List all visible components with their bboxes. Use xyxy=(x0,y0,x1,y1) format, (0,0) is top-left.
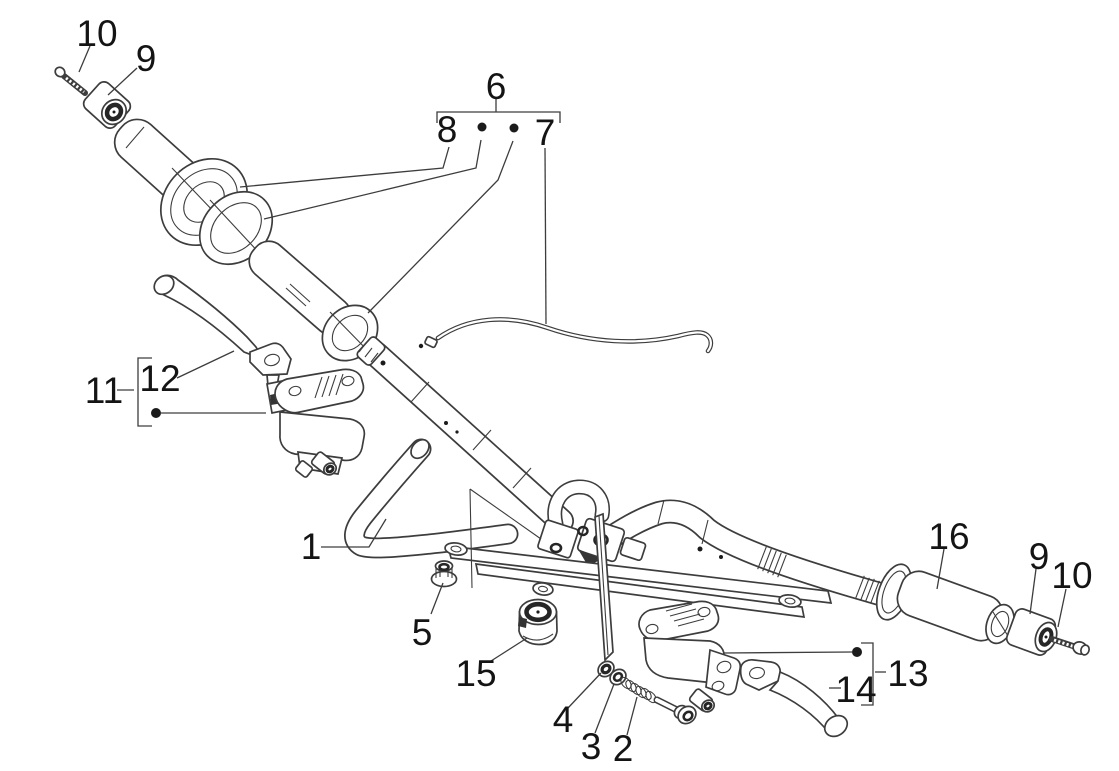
bushing xyxy=(518,598,558,646)
knurl-band-end xyxy=(855,575,880,604)
callout-10-left: 10 xyxy=(76,13,117,54)
spring-washer xyxy=(609,668,627,686)
callout-9-left: 9 xyxy=(136,38,157,79)
handlebar-tube xyxy=(344,342,909,611)
rear-master-cylinder xyxy=(638,600,742,713)
callout-1: 1 xyxy=(301,526,322,567)
callout-12: 12 xyxy=(139,358,180,399)
leader-lines xyxy=(78,45,1067,736)
callout-15: 15 xyxy=(455,653,496,694)
handlebar-clamp xyxy=(444,479,833,662)
callout-2: 2 xyxy=(613,728,634,769)
screw-with-spring xyxy=(620,676,697,725)
callout-4: 4 xyxy=(553,699,574,740)
callout-7: 7 xyxy=(535,112,556,153)
callout-14: 14 xyxy=(835,669,876,710)
knurl-band xyxy=(757,546,787,578)
right-bar-end-weight xyxy=(1005,608,1058,656)
cable-end-fitting xyxy=(424,335,438,349)
callouts: 10 9 6 8 7 11 12 1 5 15 4 3 2 16 9 10 13… xyxy=(76,13,1092,769)
callout-10-right: 10 xyxy=(1051,555,1092,596)
callout-16: 16 xyxy=(928,516,969,557)
rear-brake-lever xyxy=(739,658,849,738)
right-grip-end-ring xyxy=(985,603,1015,645)
left-bar-end-weight xyxy=(82,81,132,129)
right-bar-end-screw xyxy=(1049,636,1090,656)
callout-6: 6 xyxy=(486,66,507,107)
callout-9-right: 9 xyxy=(1029,536,1050,577)
bar-knurl-collar xyxy=(356,336,386,366)
washer xyxy=(597,660,615,678)
front-master-cylinder xyxy=(266,368,366,478)
right-grip-assembly xyxy=(875,563,1090,656)
callout-3: 3 xyxy=(581,726,602,767)
flange-nut xyxy=(430,560,458,588)
callout-5: 5 xyxy=(412,612,433,653)
callout-8: 8 xyxy=(437,109,458,150)
callout-11: 11 xyxy=(85,370,123,411)
throttle-cable xyxy=(418,317,714,354)
left-grip-assembly xyxy=(54,66,386,366)
callout-13: 13 xyxy=(887,653,928,694)
left-bar-end-screw xyxy=(54,66,88,96)
